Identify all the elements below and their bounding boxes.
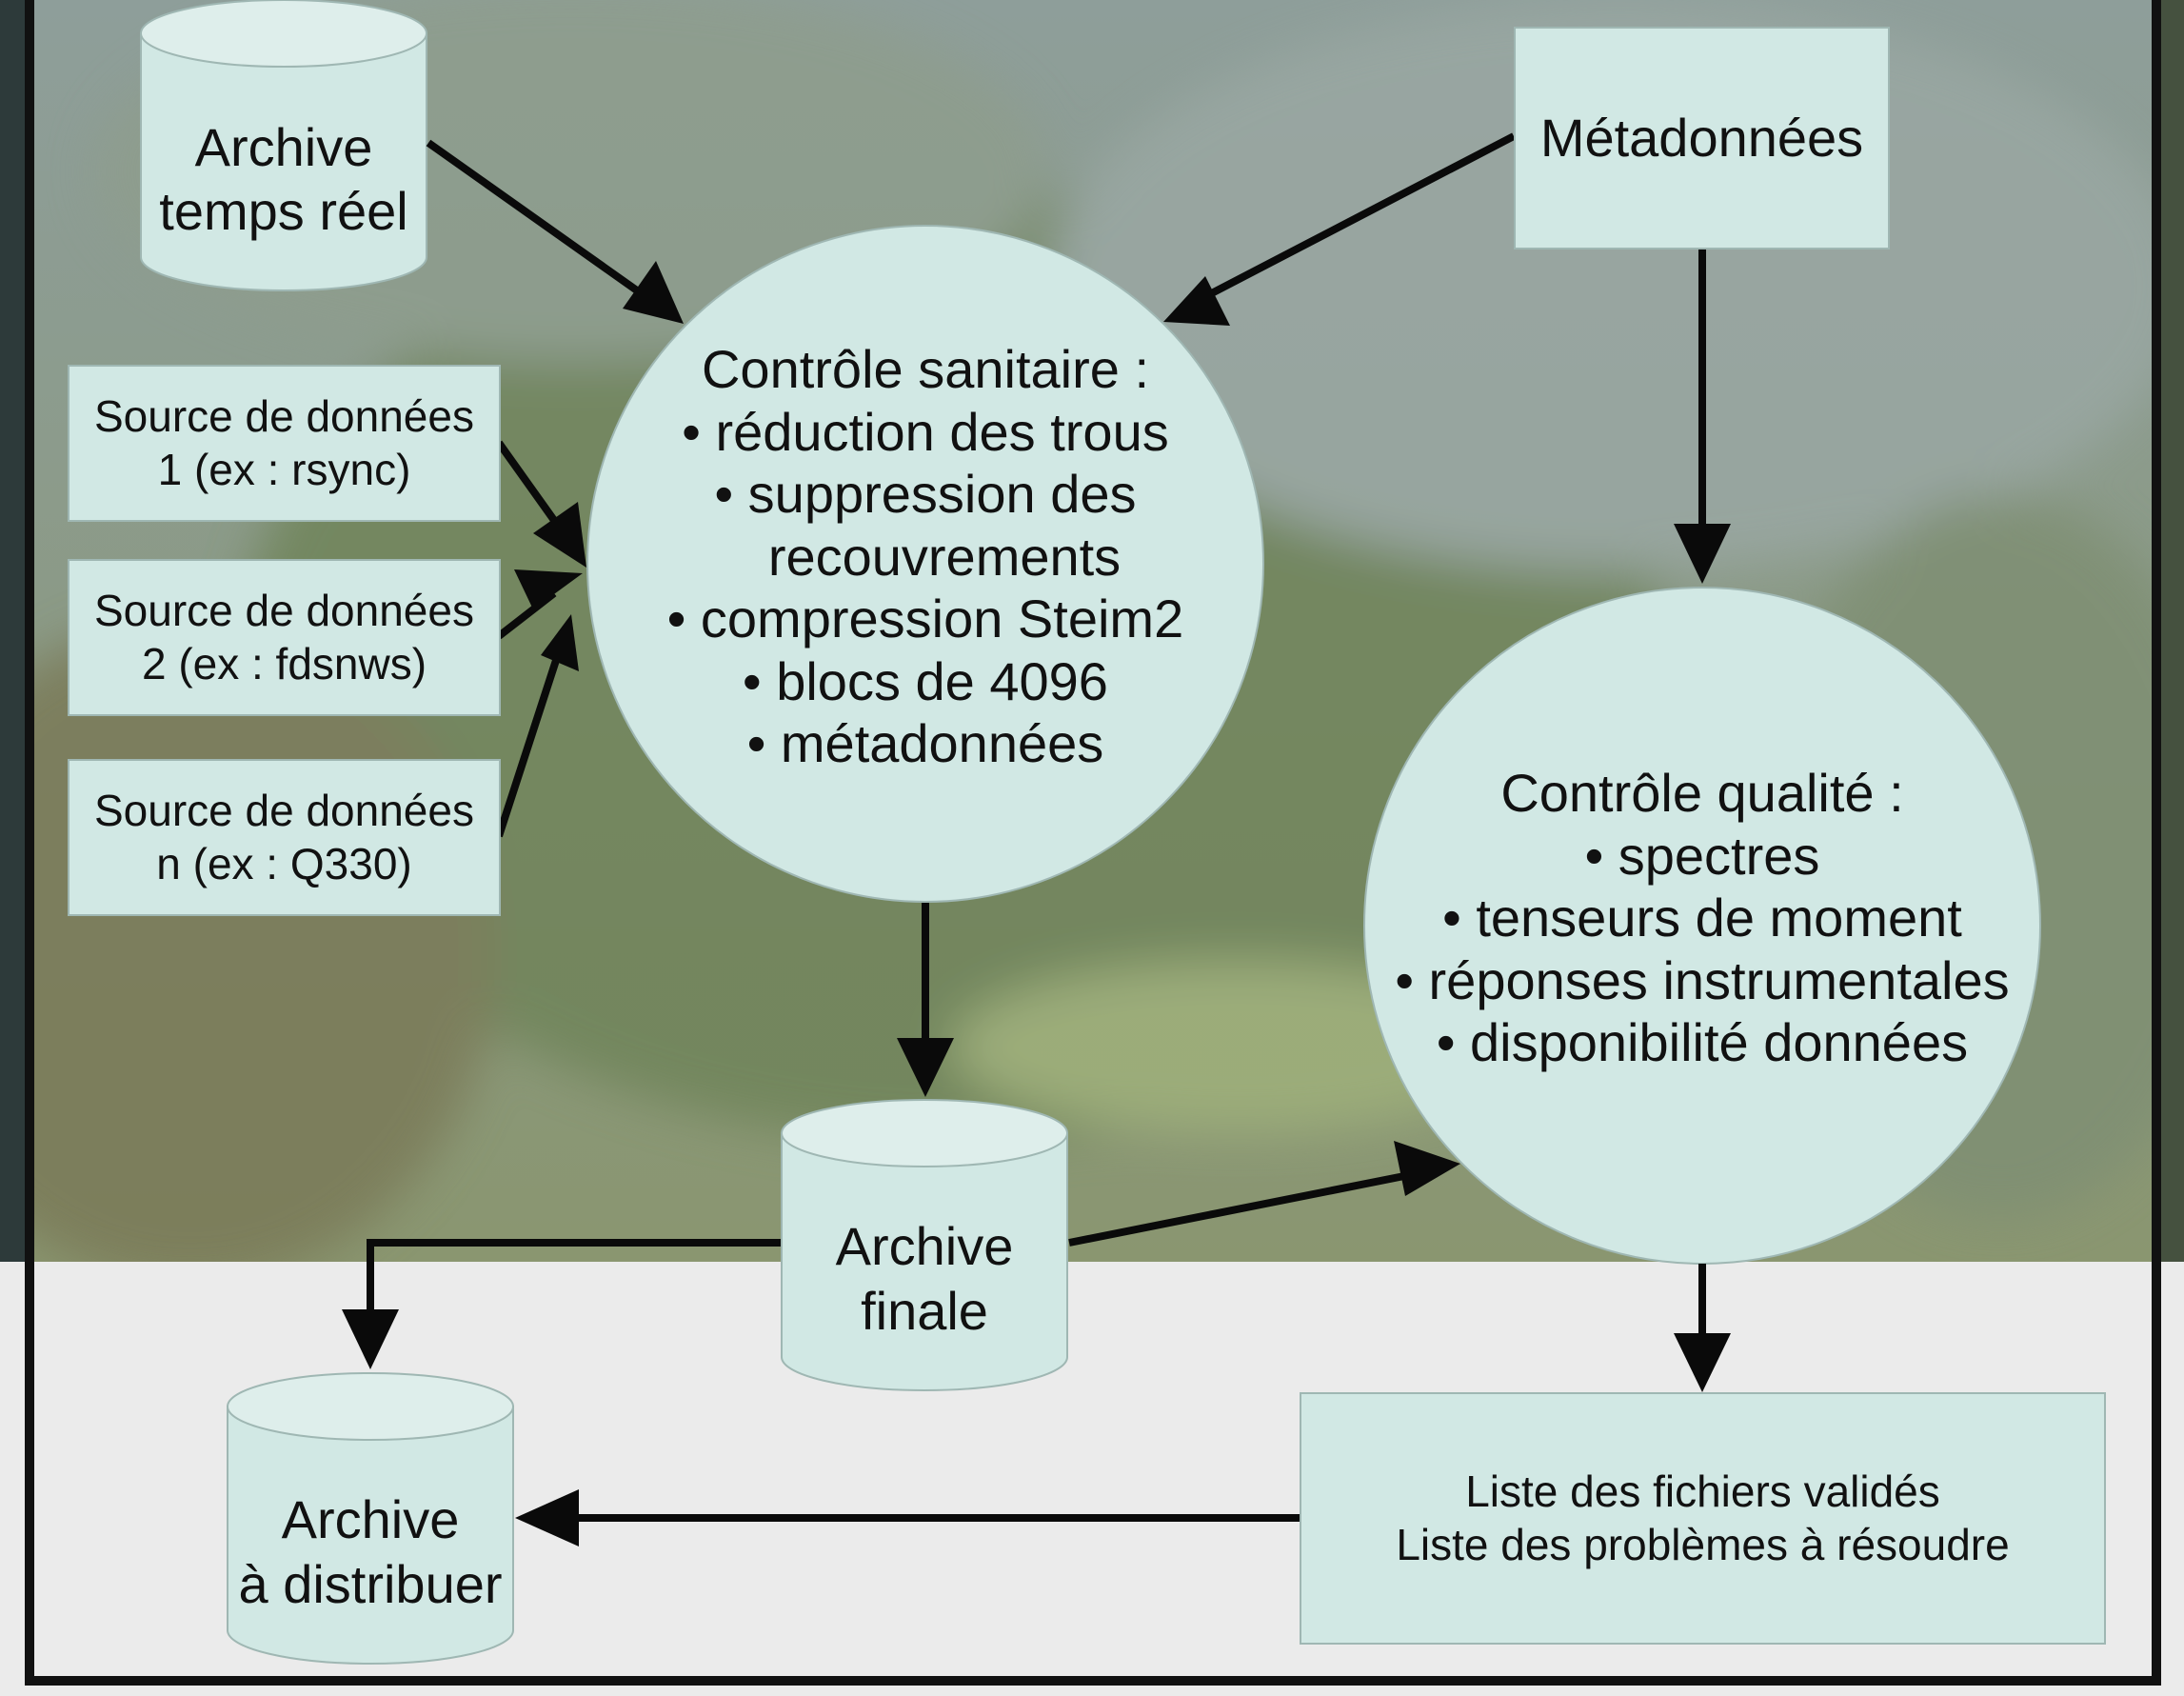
sanitaire-item: • blocs de 4096 xyxy=(743,650,1108,711)
controle-qualite-title: Contrôle qualité : xyxy=(1500,763,1904,823)
archive-a-distribuer-label: Archive à distribuer xyxy=(238,1489,503,1614)
arrowhead-source1 xyxy=(533,502,586,568)
metadonnees-label: Métadonnées xyxy=(1539,108,1864,169)
arrowheads xyxy=(342,261,1731,1546)
arrowhead-sanitaire-final xyxy=(897,1038,954,1097)
arrow-metadata-to-sanitaire xyxy=(1179,132,1516,313)
arrow-archive-tr-to-sanitaire xyxy=(426,139,669,315)
arrowhead-archive-tr xyxy=(623,261,684,324)
arrow-final-to-distribuer xyxy=(367,1239,781,1314)
qualite-item: • tenseurs de moment xyxy=(1442,888,1962,948)
arrowhead-metadata-sanitaire xyxy=(1163,276,1230,326)
archive-temps-reel-cylinder xyxy=(140,0,427,291)
lists-box xyxy=(1300,1392,2106,1645)
arrowhead-lists-distribuer xyxy=(515,1489,579,1546)
sanitaire-item: • suppression des xyxy=(714,464,1137,525)
sanitaire-item: • compression Steim2 xyxy=(666,589,1184,649)
source-2-label: Source de données 2 (ex : fdsnws) xyxy=(94,586,474,688)
archive-temps-reel-label: Archive temps réel xyxy=(159,116,408,241)
lists-label: Liste des fichiers validés Liste des pro… xyxy=(1300,1392,2106,1645)
arrowhead-qualite-lists xyxy=(1674,1333,1731,1392)
arrowhead-final-qualite xyxy=(1394,1141,1460,1196)
controle-sanitaire-title: Contrôle sanitaire : xyxy=(701,339,1149,399)
controle-qualite-label: Contrôle qualité : • spectres • tenseurs… xyxy=(1367,762,2037,1095)
liste-problemes: Liste des problèmes à résoudre xyxy=(1396,1519,2010,1569)
archive-a-distribuer-cylinder xyxy=(227,1372,514,1665)
archive-finale-label: Archive finale xyxy=(835,1216,1014,1341)
source-n-box xyxy=(68,759,501,916)
arrowhead-sourcen xyxy=(541,614,579,671)
arrow-sourcen-to-sanitaire xyxy=(495,641,566,838)
liste-fichiers-valides: Liste des fichiers validés xyxy=(1465,1467,1940,1517)
arrow-final-to-qualite xyxy=(1068,1171,1410,1247)
sanitaire-item: • métadonnées xyxy=(746,713,1104,774)
archive-finale-cylinder xyxy=(781,1099,1068,1391)
sanitaire-item: recouvrements xyxy=(767,526,1122,587)
sanitaire-item: • réduction des trous xyxy=(682,401,1169,462)
source-2-box xyxy=(68,559,501,716)
controle-sanitaire-circle xyxy=(586,225,1264,903)
arrowhead-source2 xyxy=(514,569,583,609)
source-1-label: Source de données 1 (ex : rsync) xyxy=(94,391,474,494)
qualite-item: • spectres xyxy=(1584,825,1820,886)
controle-sanitaire-label: Contrôle sanitaire : • réduction des tro… xyxy=(600,338,1251,795)
source-n-label: Source de données n (ex : Q330) xyxy=(94,786,474,888)
metadonnees-box xyxy=(1514,27,1890,249)
qualite-item: • réponses instrumentales xyxy=(1395,949,2010,1010)
qualite-item: • disponibilité données xyxy=(1436,1012,1969,1073)
arrowhead-metadata-qualite xyxy=(1674,524,1731,584)
source-1-box xyxy=(68,365,501,522)
arrowhead-final-distribuer xyxy=(342,1309,399,1369)
